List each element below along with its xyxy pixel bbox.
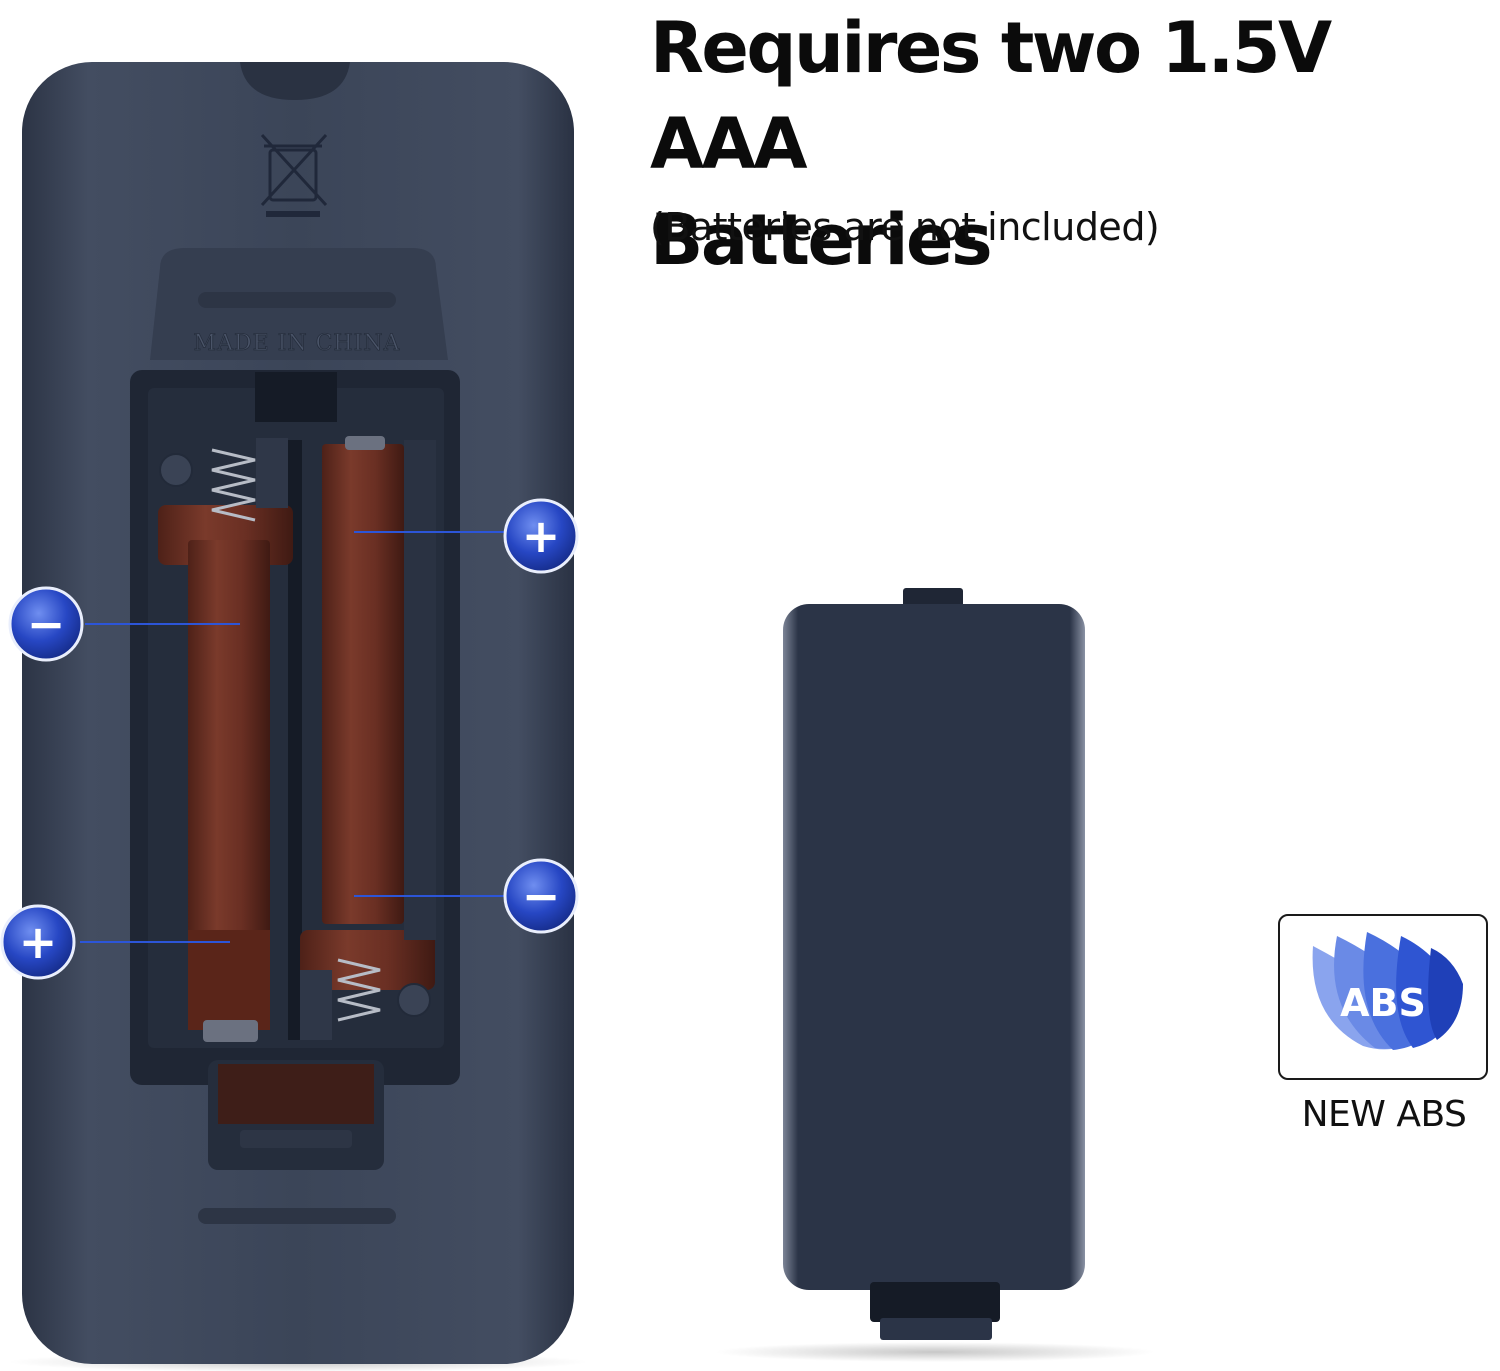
battery-cover xyxy=(715,588,1155,1362)
plus-marker-left: + xyxy=(0,904,76,980)
minus-marker-right: − xyxy=(503,858,579,934)
remote-back: MADE IN CHINA xyxy=(0,62,588,1371)
abs-logo-text: ABS xyxy=(1340,981,1426,1025)
minus-marker-left: − xyxy=(8,586,84,662)
svg-text:+: + xyxy=(19,915,58,969)
abs-logo-icon: ABS xyxy=(1312,932,1463,1050)
grip-ridge-bottom xyxy=(198,1208,396,1224)
svg-text:+: + xyxy=(522,509,561,563)
battery-right xyxy=(300,436,436,1040)
remote-top-notch xyxy=(240,62,350,100)
abs-material-badge: ABS xyxy=(1278,914,1488,1080)
weee-bin-icon xyxy=(260,133,328,217)
spring-left xyxy=(211,448,256,522)
svg-text:−: − xyxy=(27,597,66,651)
spring-right xyxy=(337,958,381,1022)
cover-bottom-tab xyxy=(870,1282,1000,1322)
battery-left xyxy=(158,438,293,1042)
headline-line-2: Batteries xyxy=(650,199,993,281)
polarity-leader-lines xyxy=(80,531,510,943)
subtitle: (Batteries are not included) xyxy=(650,205,1160,249)
abs-caption: NEW ABS xyxy=(1301,1094,1467,1135)
grip-ridge-top xyxy=(198,292,396,308)
headline-line-1: Requires two 1.5V AAA xyxy=(650,7,1332,185)
headline: Requires two 1.5V AAA Batteries xyxy=(650,0,1500,288)
made-in-china-text: MADE IN CHINA xyxy=(194,331,401,356)
plus-marker-right: + xyxy=(503,498,579,574)
svg-text:−: − xyxy=(522,869,561,923)
